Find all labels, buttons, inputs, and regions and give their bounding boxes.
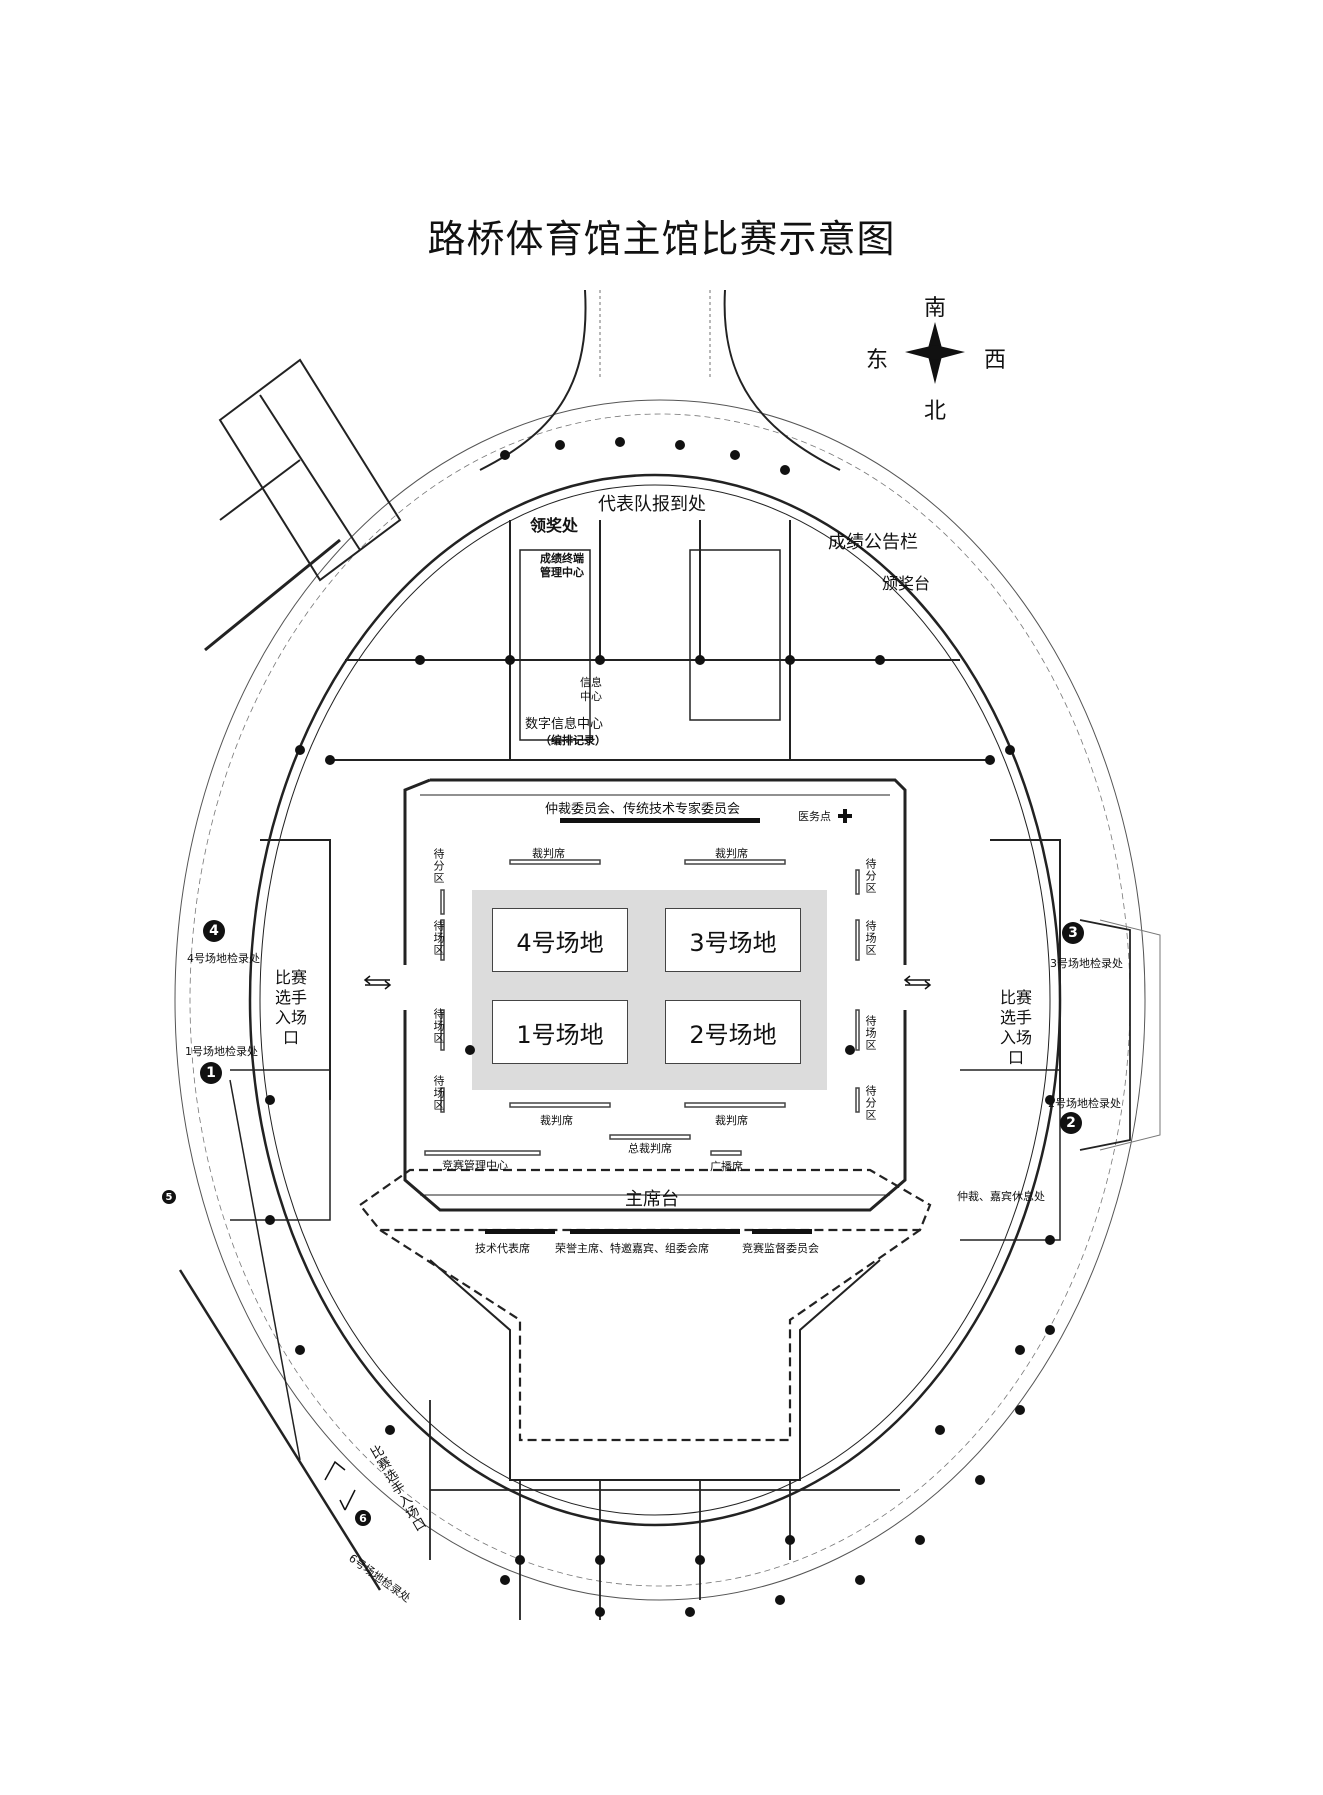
checkin-4-label: 4号场地检录处 [187, 952, 260, 965]
medical-cross [838, 809, 852, 823]
court-4: 4号场地 [492, 908, 628, 972]
scheduling-label: （编排记录） [540, 734, 606, 747]
page-title: 路桥体育馆主馆比赛示意图 [427, 217, 896, 261]
main-stand-label: 主席台 [625, 1189, 679, 1210]
outer-ellipse [174, 399, 1146, 1601]
supervision-label: 竞赛监督委员会 [742, 1242, 819, 1255]
broadcast-label: 广播席 [710, 1160, 743, 1173]
waiting-field-se: 待场区 [864, 1015, 877, 1051]
marker-4: 4 [203, 920, 225, 942]
award-stage-label: 颁奖台 [882, 574, 931, 593]
tech-rep-label: 技术代表席 [475, 1242, 530, 1255]
team-checkin-label: 代表队报到处 [598, 494, 706, 515]
court-3: 3号场地 [665, 908, 801, 972]
marker-3: 3 [1062, 922, 1084, 944]
judge-seat-bottom-right: 裁判席 [715, 1114, 748, 1127]
main-stand-outline [358, 1168, 932, 1232]
judge-seat-top-left: 裁判席 [532, 847, 565, 860]
marker-5: 5 [162, 1190, 176, 1204]
waiting-score-sw: 待场区 [432, 1075, 445, 1111]
west-player-entrance[interactable]: 比赛 选手 入场 口 [275, 968, 308, 1047]
compass-south: 南 [924, 296, 947, 321]
waiting-field-nw: 待场区 [432, 920, 445, 956]
medical-label: 医务点 [798, 810, 831, 823]
waiting-score-se: 待分区 [864, 1085, 877, 1121]
waiting-score-ne: 待分区 [864, 858, 877, 894]
court-2: 2号场地 [665, 1000, 801, 1064]
judge-seat-bottom-left: 裁判席 [540, 1114, 573, 1127]
marker-1: 1 [200, 1062, 222, 1084]
honor-seats-label: 荣誉主席、特邀嘉宾、组委会席 [555, 1242, 709, 1255]
results-board-label: 成绩公告栏 [828, 532, 918, 553]
marker-2: 2 [1060, 1112, 1082, 1134]
compass-rose [905, 322, 965, 384]
waiting-field-sw: 待场区 [432, 1008, 445, 1044]
checkin-2-label: 2号场地检录处 [1048, 1097, 1121, 1110]
honor-bar [570, 1229, 740, 1234]
competition-mgmt-label: 竞赛管理中心 [442, 1159, 508, 1172]
judge-seat-top-right: 裁判席 [715, 847, 748, 860]
committee-label: 仲裁委员会、传统技术专家委员会 [545, 802, 741, 817]
nw-building [218, 358, 402, 582]
digital-info-label: 数字信息中心 [525, 717, 604, 732]
waiting-field-ne: 待场区 [864, 920, 877, 956]
arena-wall [403, 778, 907, 1212]
compass-east: 东 [866, 348, 889, 373]
results-terminal-label: 成绩终端 管理中心 [540, 552, 584, 579]
building-oval-inner [259, 484, 1051, 1516]
supervision-bar [752, 1229, 812, 1234]
entrance-stem [479, 289, 841, 471]
checkin-1-label: 1号场地检录处 [185, 1045, 258, 1058]
checkin-3-label: 3号场地检录处 [1050, 957, 1123, 970]
waiting-score-nw: 待分区 [432, 848, 445, 884]
tech-rep-bar [485, 1229, 555, 1234]
award-pickup-label: 领奖处 [530, 516, 579, 535]
info-center-label: 信息 中心 [580, 676, 602, 703]
chief-referee-label: 总裁判席 [628, 1142, 672, 1155]
compass-west: 西 [984, 348, 1007, 373]
committee-bar [560, 818, 760, 823]
referee-lounge-label: 仲裁、嘉宾休息处 [957, 1190, 1045, 1203]
compass-north: 北 [924, 399, 947, 424]
court-1: 1号场地 [492, 1000, 628, 1064]
marker-6: 6 [355, 1510, 371, 1526]
east-player-entrance[interactable]: 比赛 选手 入场 口 [1000, 988, 1033, 1067]
